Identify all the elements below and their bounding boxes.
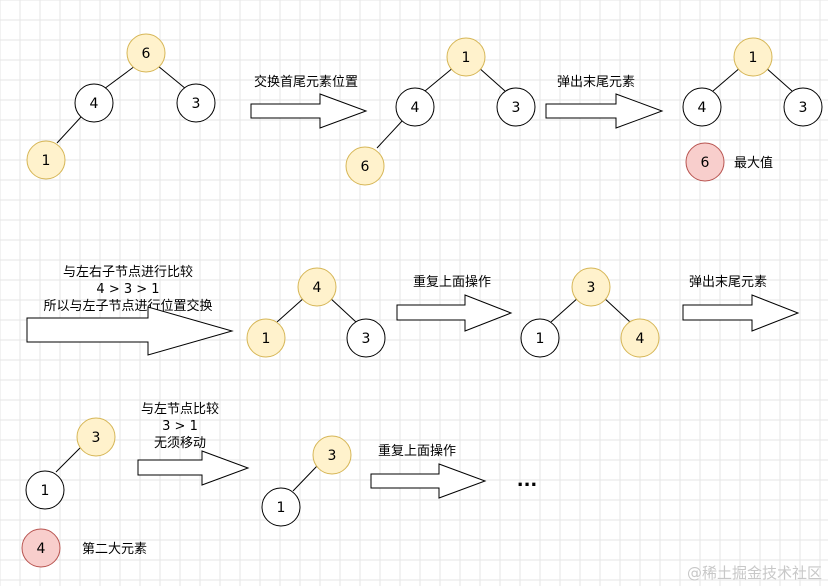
step5-tree: 3 1 4 — [520, 267, 660, 358]
edge — [477, 66, 506, 92]
edge — [602, 296, 631, 323]
edge — [157, 65, 187, 90]
step6-tree: 3 1 — [25, 417, 116, 510]
svg-text:3: 3 — [512, 100, 521, 116]
svg-text:6: 6 — [361, 159, 370, 175]
step7-arrow: 重复上面操作 ... — [370, 443, 538, 499]
svg-text:3: 3 — [328, 448, 337, 464]
popped-node — [21, 528, 61, 568]
popped-label: 第二大元素 — [82, 542, 147, 557]
step3-popped: 6 最大值 — [685, 142, 773, 182]
step4-arrow: 重复上面操作 — [396, 274, 513, 332]
svg-text:1: 1 — [41, 483, 50, 499]
arrow-label: 弹出末尾元素 — [557, 75, 635, 90]
tree-node-root: 1 — [446, 37, 486, 77]
edge — [712, 66, 742, 92]
step5-arrow: 弹出末尾元素 — [682, 275, 800, 332]
svg-text:6: 6 — [142, 46, 151, 62]
tree-node-left: 1 — [246, 318, 286, 358]
step3-tree: 1 4 3 — [682, 37, 823, 127]
popped-node — [685, 142, 725, 182]
tree-node-root: 3 — [312, 435, 352, 475]
right-arrow-shape — [370, 463, 487, 499]
arrow-label: 重复上面操作 — [413, 274, 491, 290]
svg-text:3: 3 — [192, 96, 201, 112]
svg-text:1: 1 — [262, 331, 271, 347]
step2-tree: 1 4 3 6 — [345, 37, 536, 186]
explain-line-2: 3 > 1 — [162, 419, 198, 434]
step1-tree: 6 4 3 1 — [26, 33, 216, 180]
arrow-label: 交换首尾元素位置 — [254, 74, 358, 90]
edge — [328, 296, 357, 323]
edge — [376, 119, 404, 149]
explain-line-1: 与左右子节点进行比较 — [63, 265, 193, 280]
edge — [550, 296, 580, 323]
edge — [103, 65, 136, 90]
tree-node-left: 4 — [74, 83, 114, 123]
explain-line-1: 与左节点比较 — [141, 402, 219, 417]
right-arrow-shape — [545, 93, 664, 129]
step2-arrow: 弹出末尾元素 — [545, 75, 664, 129]
arrow-label: 弹出末尾元素 — [689, 275, 767, 290]
step4-explain: 与左右子节点进行比较 4 > 3 > 1 所以与左子节点进行位置交换 — [26, 265, 234, 356]
tree-node-root: 6 — [126, 33, 166, 73]
right-arrow-shape — [137, 450, 250, 486]
tree-node-root: 3 — [76, 417, 116, 457]
ellipsis: ... — [517, 470, 538, 491]
arrow-label: 重复上面操作 — [378, 443, 456, 459]
svg-text:1: 1 — [536, 331, 545, 347]
explain-line-3: 无须移动 — [154, 436, 206, 451]
edge — [276, 296, 306, 323]
svg-text:3: 3 — [587, 280, 596, 296]
tree-node-left-left: 6 — [345, 146, 385, 186]
svg-text:3: 3 — [92, 430, 101, 446]
svg-text:1: 1 — [749, 50, 758, 66]
tree-node-left: 1 — [520, 318, 560, 358]
svg-text:4: 4 — [411, 100, 420, 116]
explain-line-3: 所以与左子节点进行位置交换 — [43, 298, 212, 314]
svg-text:3: 3 — [362, 331, 371, 347]
edge — [292, 464, 319, 492]
svg-text:4: 4 — [313, 280, 322, 296]
tree-node-right: 3 — [346, 318, 386, 358]
tree-node-root: 4 — [297, 267, 337, 307]
svg-text:1: 1 — [277, 500, 286, 516]
svg-text:1: 1 — [462, 50, 471, 66]
tree-node-right: 3 — [176, 83, 216, 123]
popped-value: 4 — [37, 541, 46, 557]
edge — [424, 66, 455, 92]
popped-label: 最大值 — [734, 155, 773, 171]
edge — [764, 66, 793, 92]
tree-node-left: 4 — [682, 87, 722, 127]
svg-text:4: 4 — [636, 331, 645, 347]
step7-tree: 3 1 — [261, 435, 352, 527]
right-arrow-shape — [396, 294, 513, 332]
edge — [55, 445, 83, 473]
svg-text:4: 4 — [90, 96, 99, 112]
right-arrow-shape — [682, 294, 800, 332]
tree-node-right: 3 — [783, 87, 823, 127]
edge — [56, 116, 82, 144]
tree-node-left: 4 — [395, 87, 435, 127]
svg-text:3: 3 — [799, 100, 808, 116]
popped-value: 6 — [701, 155, 710, 171]
tree-node-left: 1 — [25, 470, 65, 510]
right-arrow-shape — [26, 306, 234, 356]
tree-node-left-left: 1 — [26, 140, 66, 180]
svg-text:1: 1 — [42, 153, 51, 169]
svg-text:4: 4 — [698, 100, 707, 116]
tree-node-right: 4 — [620, 318, 660, 358]
step4-tree: 4 1 3 — [246, 267, 386, 358]
step6-explain: 与左节点比较 3 > 1 无须移动 — [137, 402, 250, 486]
tree-node-root: 3 — [571, 267, 611, 307]
watermark: @稀土掘金技术社区 — [687, 564, 822, 582]
right-arrow-shape — [250, 93, 368, 129]
step6-popped: 4 第二大元素 — [21, 528, 147, 568]
tree-node-right: 3 — [496, 87, 536, 127]
explain-line-2: 4 > 3 > 1 — [96, 282, 159, 297]
tree-node-root: 1 — [733, 37, 773, 77]
step1-arrow: 交换首尾元素位置 — [250, 74, 368, 129]
tree-node-left: 1 — [261, 487, 301, 527]
